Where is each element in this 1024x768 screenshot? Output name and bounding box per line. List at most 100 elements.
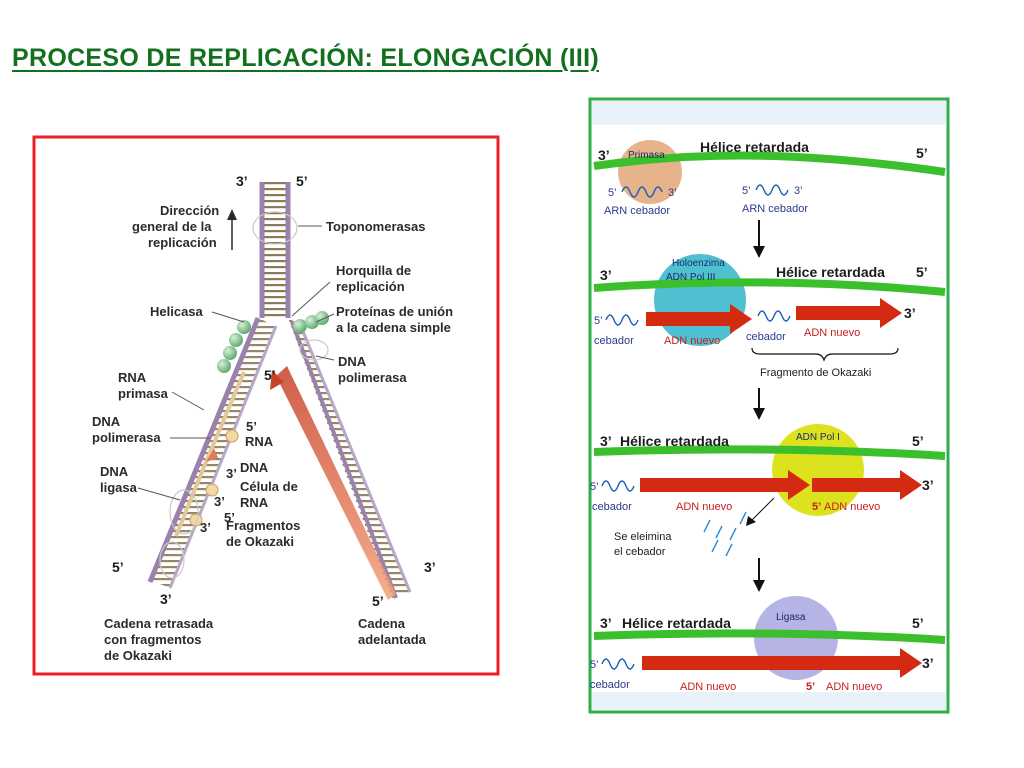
- svg-text:3’: 3’: [600, 267, 612, 283]
- down-arrow-icon: [753, 388, 765, 420]
- svg-text:el cebador: el cebador: [614, 546, 666, 558]
- arrowhead-icon: [900, 470, 922, 500]
- adelantada-label: Cadena adelantada: [358, 616, 427, 647]
- svg-text:ADN nuevo: ADN nuevo: [680, 681, 736, 693]
- arrowhead-icon: [730, 304, 752, 334]
- svg-text:Hélice retardada: Hélice retardada: [700, 139, 809, 155]
- down-arrow-icon: [753, 558, 765, 592]
- svg-text:ADN nuevo: ADN nuevo: [664, 335, 720, 347]
- svg-text:Se eleimina: Se eleimina: [614, 531, 672, 543]
- step-4: 3’ Hélice retardada Ligasa 5’ 5’ cebador…: [590, 596, 946, 693]
- svg-text:Hélice retardada: Hélice retardada: [620, 433, 729, 449]
- svg-text:Holoenzima: Holoenzima: [672, 258, 725, 269]
- top-5-label: 5’: [296, 173, 308, 189]
- svg-text:RNA: RNA: [240, 495, 269, 510]
- leader-lines: [137, 225, 335, 501]
- svg-text:3’: 3’: [794, 185, 803, 197]
- svg-text:polimerasa: polimerasa: [92, 430, 161, 445]
- svg-text:ADN nuevo: ADN nuevo: [824, 501, 880, 513]
- svg-text:ADN nuevo: ADN nuevo: [826, 681, 882, 693]
- svg-text:5’: 5’: [590, 659, 599, 671]
- svg-text:RNA: RNA: [118, 370, 147, 385]
- lagging-arm: [147, 317, 278, 589]
- svg-text:adelantada: adelantada: [358, 632, 427, 647]
- fragmentos-label: Fragmentos de Okazaki: [226, 518, 300, 549]
- svg-text:5’: 5’: [742, 185, 751, 197]
- okazaki-brace: [751, 347, 899, 362]
- left-5-label: 5’: [112, 559, 124, 575]
- proteinas-label: Proteínas de unión a la cadena simple: [336, 304, 453, 335]
- arrowhead-icon: [880, 298, 902, 328]
- svg-text:de Okazaki: de Okazaki: [226, 534, 294, 549]
- svg-text:Ligasa: Ligasa: [776, 612, 806, 623]
- dna-polimerasa-right-label: DNA polimerasa: [338, 354, 407, 385]
- svg-text:replicación: replicación: [148, 235, 217, 250]
- svg-text:ADN Pol I: ADN Pol I: [796, 432, 840, 443]
- svg-text:3’: 3’: [904, 305, 916, 321]
- svg-text:polimerasa: polimerasa: [338, 370, 407, 385]
- svg-text:Proteínas de unión: Proteínas de unión: [336, 304, 453, 319]
- arrowhead-icon: [788, 470, 810, 500]
- mid-3c-label: 3’: [200, 520, 211, 535]
- svg-text:5’: 5’: [912, 433, 924, 449]
- parental-duplex: [252, 182, 298, 318]
- svg-text:cebador: cebador: [590, 679, 630, 691]
- svg-text:de Okazaki: de Okazaki: [104, 648, 172, 663]
- down-arrow-icon: [753, 220, 765, 258]
- svg-text:ADN nuevo: ADN nuevo: [804, 327, 860, 339]
- svg-text:Horquilla de: Horquilla de: [336, 263, 411, 278]
- svg-text:5’: 5’: [916, 145, 928, 161]
- svg-text:cebador: cebador: [746, 331, 786, 343]
- mid-5-label: 5’: [246, 419, 257, 434]
- svg-text:3’: 3’: [922, 655, 934, 671]
- svg-text:DNA: DNA: [338, 354, 367, 369]
- svg-text:5’: 5’: [608, 187, 617, 199]
- svg-text:3’: 3’: [598, 147, 610, 163]
- ssb-proteins: [217, 311, 329, 373]
- svg-text:cebador: cebador: [594, 335, 634, 347]
- mid-3a-label: 3’: [226, 466, 237, 481]
- toponomerasas-label: Toponomerasas: [326, 219, 425, 234]
- mid-5b-label: 5’: [224, 510, 235, 525]
- svg-text:5’: 5’: [590, 481, 599, 493]
- direction-arrow-icon: [227, 209, 237, 250]
- svg-text:5’: 5’: [806, 681, 815, 693]
- leading-arrowhead-icon: [270, 370, 284, 390]
- page-title: PROCESO DE REPLICACIÓN: ELONGACIÓN (III): [12, 44, 600, 72]
- svg-text:Fragmentos: Fragmentos: [226, 518, 300, 533]
- svg-text:3’: 3’: [600, 615, 612, 631]
- svg-text:5’: 5’: [912, 615, 924, 631]
- svg-text:ADN nuevo: ADN nuevo: [676, 501, 732, 513]
- svg-text:Dirección: Dirección: [160, 203, 219, 218]
- dna-label: DNA: [240, 460, 269, 475]
- step-3: 3’ Hélice retardada ADN Pol I 5’ 5’ ceba…: [590, 424, 946, 558]
- svg-text:DNA: DNA: [100, 464, 129, 479]
- retrasada-label: Cadena retrasada con fragmentos de Okaza…: [104, 616, 214, 663]
- svg-text:3’: 3’: [922, 477, 934, 493]
- right-3-label: 3’: [424, 559, 436, 575]
- left-3-label: 3’: [160, 591, 172, 607]
- horquilla-label: Horquilla de replicación: [336, 263, 411, 294]
- step-1: 3’ Primasa Hélice retardada 5’ 5’ 3’ ARN…: [593, 139, 946, 217]
- svg-text:replicación: replicación: [336, 279, 405, 294]
- svg-text:ADN Pol III: ADN Pol III: [666, 272, 715, 283]
- svg-text:ARN cebador: ARN cebador: [742, 203, 808, 215]
- svg-text:ARN cebador: ARN cebador: [604, 205, 670, 217]
- svg-text:5’: 5’: [594, 315, 603, 327]
- rna-label: RNA: [245, 434, 274, 449]
- svg-text:5’: 5’: [916, 264, 928, 280]
- svg-text:Fragmento de Okazaki: Fragmento de Okazaki: [760, 367, 871, 379]
- arrowhead-icon: [900, 648, 922, 678]
- top-3-label: 3’: [236, 173, 248, 189]
- svg-text:Célula de: Célula de: [240, 479, 298, 494]
- helicasa-label: Helicasa: [150, 304, 204, 319]
- svg-text:general de la: general de la: [132, 219, 212, 234]
- mid-3b-label: 3’: [214, 494, 225, 509]
- svg-text:5’: 5’: [812, 501, 821, 513]
- lagging-helix: [593, 151, 946, 176]
- svg-text:3’: 3’: [668, 187, 677, 199]
- removed-primer-fragments: [703, 511, 747, 557]
- svg-text:primasa: primasa: [118, 386, 169, 401]
- svg-text:Cadena retrasada: Cadena retrasada: [104, 616, 214, 631]
